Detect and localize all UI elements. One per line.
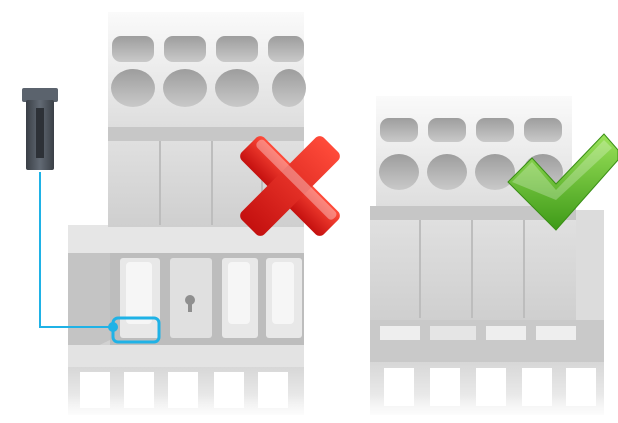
base-housing-left: [68, 225, 304, 415]
panel-incorrect: [22, 12, 372, 423]
panel-correct: [365, 96, 618, 423]
jumper-tool-icon: [22, 88, 58, 170]
